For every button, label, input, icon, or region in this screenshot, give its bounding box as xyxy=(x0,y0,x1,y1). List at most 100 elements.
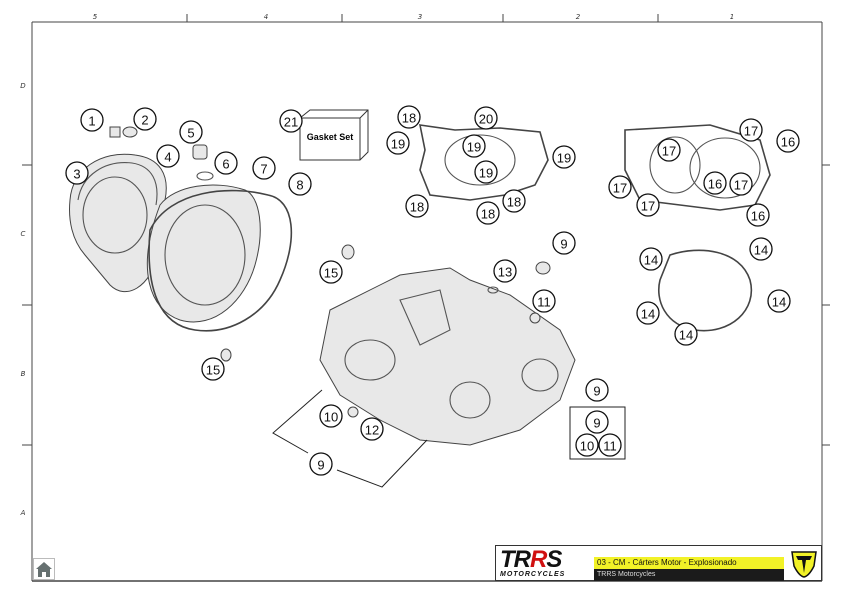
part-callout: 17 xyxy=(657,138,681,162)
row-label: D xyxy=(20,82,26,90)
part-callout: 1 xyxy=(80,108,104,132)
part-callout: 12 xyxy=(360,417,384,441)
cylinder-base-gasket xyxy=(418,124,549,201)
title-block: TRRS MOTORCYCLES 03 - CM - Cárters Motor… xyxy=(495,545,822,581)
ignition-cover xyxy=(146,184,293,332)
callout-number: 9 xyxy=(560,237,567,252)
column-label: 2 xyxy=(576,13,581,21)
callout-number: 8 xyxy=(296,178,303,193)
callout-number: 12 xyxy=(365,423,379,438)
callout-number: 20 xyxy=(479,112,493,127)
callout-number: 18 xyxy=(402,111,416,126)
part-callout: 21 xyxy=(279,109,303,133)
part-callout: 14 xyxy=(749,237,773,261)
column-label: 4 xyxy=(264,13,268,21)
part-callout: 15 xyxy=(201,357,225,381)
crankcase-gaskets-right xyxy=(624,124,771,332)
callout-number: 17 xyxy=(613,181,627,196)
part-callout: 10 xyxy=(575,433,599,457)
part-callout: 7 xyxy=(252,156,276,180)
column-label: 1 xyxy=(730,13,734,21)
callout-number: 4 xyxy=(164,150,171,165)
part-callout: 6 xyxy=(214,151,238,175)
callout-number: 19 xyxy=(467,140,481,155)
part-callout: 9 xyxy=(552,231,576,255)
callout-number: 11 xyxy=(603,439,617,454)
part-callout: 20 xyxy=(474,106,498,130)
crankcase xyxy=(319,261,576,446)
part-callout: 19 xyxy=(386,131,410,155)
callout-number: 16 xyxy=(751,209,765,224)
home-icon xyxy=(36,562,52,577)
callout-number: 14 xyxy=(679,328,693,343)
callout-number: 13 xyxy=(498,265,512,280)
leader-lines xyxy=(272,389,626,488)
small-parts-left xyxy=(109,126,355,362)
part-callout: 18 xyxy=(405,194,429,218)
part-callout: 15 xyxy=(319,260,343,284)
callout-number: 6 xyxy=(222,157,229,172)
callout-number: 18 xyxy=(410,200,424,215)
part-callout: 16 xyxy=(746,203,770,227)
part-callout: 17 xyxy=(636,193,660,217)
row-label: B xyxy=(21,370,26,378)
trrs-logo: TRRS MOTORCYCLES xyxy=(500,546,566,578)
part-callout: 14 xyxy=(639,247,663,271)
part-callout: 9 xyxy=(585,410,609,434)
callout-number: 19 xyxy=(479,166,493,181)
part-callout: 13 xyxy=(493,259,517,283)
column-label: 3 xyxy=(418,13,422,21)
callout-number: 15 xyxy=(324,266,338,281)
callout-number: 17 xyxy=(734,178,748,193)
callout-number: 2 xyxy=(141,113,148,128)
part-callout: 3 xyxy=(65,161,89,185)
part-callout: 17 xyxy=(739,118,763,142)
part-callout: 5 xyxy=(179,120,203,144)
callout-number: 1 xyxy=(88,114,95,129)
callout-number: 5 xyxy=(187,126,194,141)
callout-number: 10 xyxy=(324,410,338,425)
part-callout: 17 xyxy=(729,172,753,196)
callout-number: 14 xyxy=(754,243,768,258)
callout-number: 9 xyxy=(593,384,600,399)
trrs-emblem-icon xyxy=(791,551,817,578)
part-callout: 18 xyxy=(476,201,500,225)
gasket-set-box: Gasket Set xyxy=(299,109,369,161)
part-callout: 9 xyxy=(309,452,333,476)
part-callout: 14 xyxy=(767,289,791,313)
part-callout: 16 xyxy=(703,171,727,195)
drawing-title: 03 - CM - Cárters Motor - Explosionado xyxy=(594,557,784,569)
callout-number: 10 xyxy=(580,439,594,454)
part-callout: 14 xyxy=(636,301,660,325)
part-callout: 11 xyxy=(598,433,622,457)
callout-number: 11 xyxy=(537,295,551,310)
home-button[interactable] xyxy=(33,558,55,580)
part-callout: 19 xyxy=(462,134,486,158)
part-callout: 19 xyxy=(474,160,498,184)
callout-number: 3 xyxy=(73,167,80,182)
callout-number: 17 xyxy=(662,144,676,159)
part-callout: 17 xyxy=(608,175,632,199)
callout-number: 14 xyxy=(644,253,658,268)
callout-number: 9 xyxy=(593,416,600,431)
callout-number: 18 xyxy=(507,195,521,210)
callout-number: 14 xyxy=(772,295,786,310)
part-callout: 8 xyxy=(288,172,312,196)
gasket-set-label: Gasket Set xyxy=(307,132,354,142)
part-callout: 11 xyxy=(532,289,556,313)
part-callout: 18 xyxy=(397,105,421,129)
part-callout: 10 xyxy=(319,404,343,428)
part-callout: 9 xyxy=(585,378,609,402)
callout-number: 19 xyxy=(557,151,571,166)
part-callout: 4 xyxy=(156,144,180,168)
callout-number: 16 xyxy=(708,177,722,192)
callout-number: 7 xyxy=(260,162,267,177)
row-label: C xyxy=(21,230,26,238)
part-callout: 2 xyxy=(133,107,157,131)
callout-number: 19 xyxy=(391,137,405,152)
callout-number: 16 xyxy=(781,135,795,150)
part-callout: 16 xyxy=(776,129,800,153)
part-callout: 14 xyxy=(674,322,698,346)
